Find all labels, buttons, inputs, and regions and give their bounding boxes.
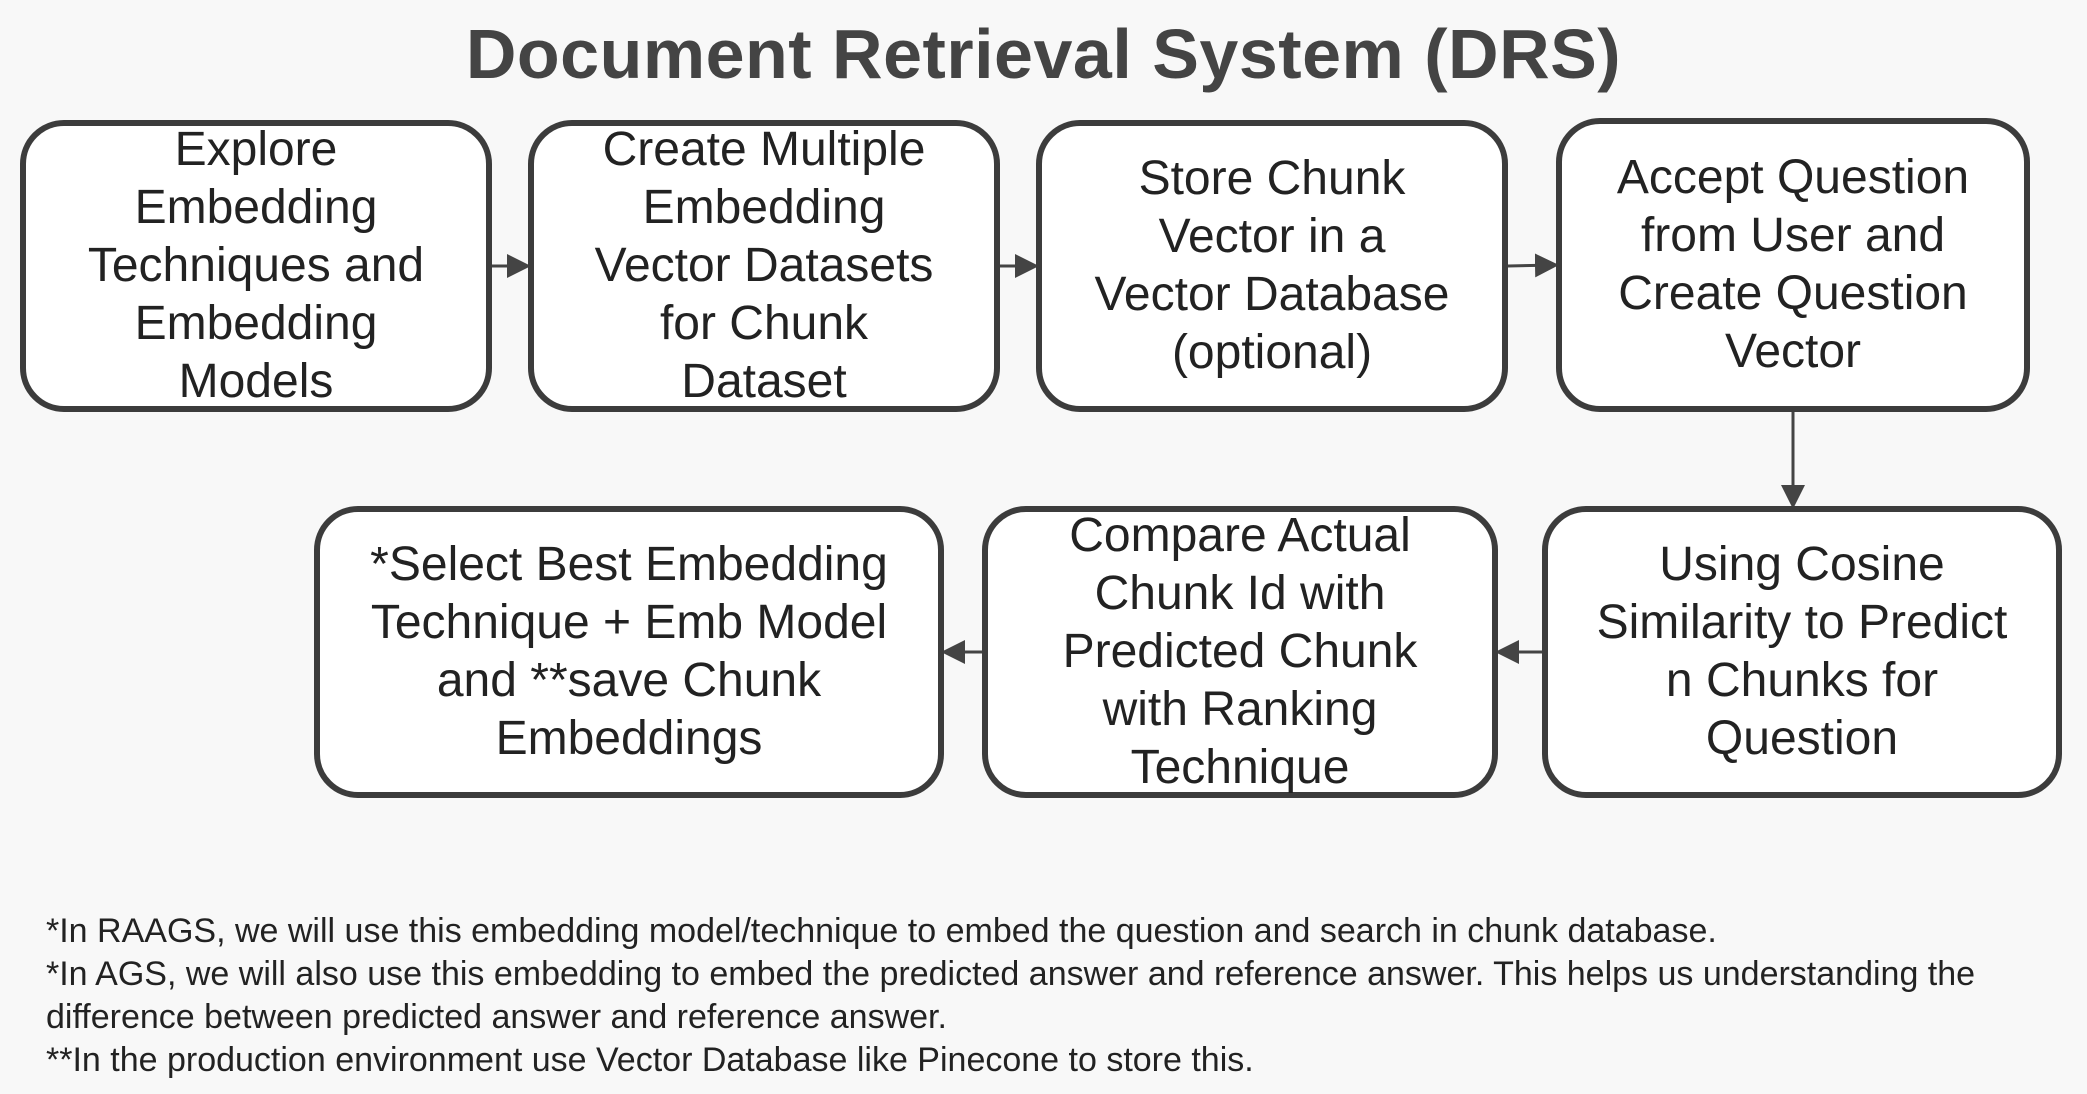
node-accept-question: Accept Question from User and Create Que… bbox=[1556, 118, 2030, 412]
page-title: Document Retrieval System (DRS) bbox=[465, 15, 1622, 93]
node-explore-label: Explore Embedding Techniques and Embeddi… bbox=[87, 123, 425, 408]
node-create-embedding-datasets: Create Multiple Embedding Vector Dataset… bbox=[528, 120, 1000, 412]
footnote-raags: *In RAAGS, we will use this embedding mo… bbox=[46, 912, 1717, 950]
arrow-store-to-accept bbox=[1507, 253, 1559, 278]
node-select-best-embedding: *Select Best Embedding Technique + Emb M… bbox=[314, 506, 944, 798]
node-explore-embedding-techniques: Explore Embedding Techniques and Embeddi… bbox=[20, 120, 492, 412]
node-compare-label: Compare Actual Chunk Id with Predicted C… bbox=[1062, 509, 1418, 794]
node-create-label: Create Multiple Embedding Vector Dataset… bbox=[594, 123, 934, 408]
node-store-chunk-vector: Store Chunk Vector in a Vector Database … bbox=[1036, 120, 1508, 412]
node-store-label: Store Chunk Vector in a Vector Database … bbox=[1094, 152, 1450, 379]
node-cosine-label: Using Cosine Similarity to Predict n Chu… bbox=[1596, 538, 2008, 765]
node-compare-chunk-id: Compare Actual Chunk Id with Predicted C… bbox=[982, 506, 1498, 798]
node-cosine-similarity: Using Cosine Similarity to Predict n Chu… bbox=[1542, 506, 2062, 798]
node-select-label: *Select Best Embedding Technique + Emb M… bbox=[370, 538, 888, 765]
footnotes: *In RAAGS, we will use this embedding mo… bbox=[46, 910, 2046, 1082]
footnote-ags: *In AGS, we will also use this embedding… bbox=[46, 955, 1976, 1036]
node-accept-label: Accept Question from User and Create Que… bbox=[1616, 151, 1970, 378]
footnote-production: **In the production environment use Vect… bbox=[46, 1041, 1254, 1079]
